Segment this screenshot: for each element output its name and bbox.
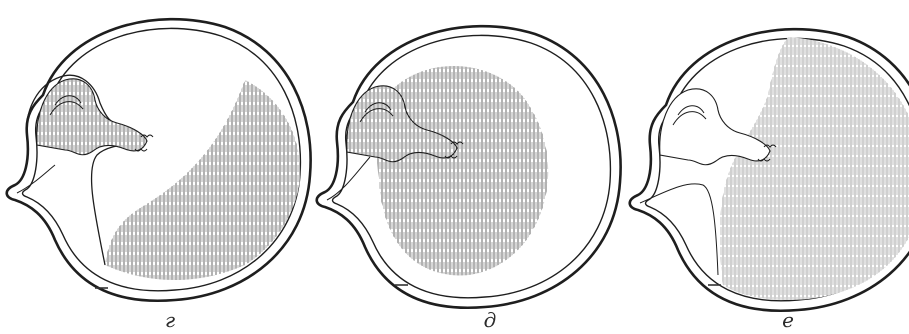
panel-g: г (7, 19, 311, 332)
endosperm-region (377, 66, 548, 275)
panel-label-g: г (165, 308, 175, 332)
panel-label-d: д (484, 308, 497, 332)
panel-d: д (317, 26, 621, 332)
panel-label-e: е (782, 308, 794, 332)
panel-e: е (630, 29, 909, 332)
